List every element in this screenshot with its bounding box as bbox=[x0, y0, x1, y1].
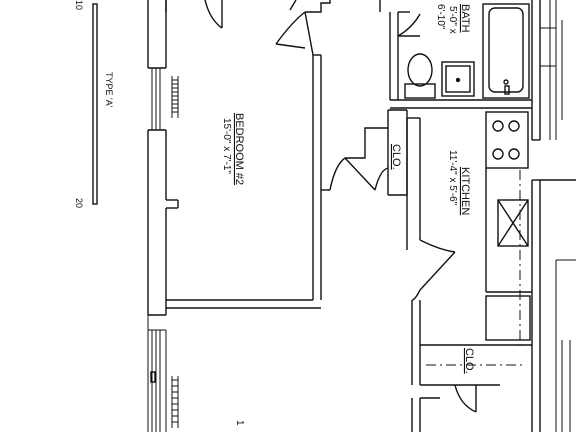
refrigerator bbox=[485, 295, 531, 341]
lower-closet bbox=[411, 344, 532, 432]
bath-dims-line2: 6'-10" bbox=[435, 4, 446, 30]
kitchen-dims: 11'-4" x 5'-6" bbox=[447, 150, 458, 206]
outlet-marker bbox=[150, 371, 156, 383]
bathtub bbox=[482, 3, 530, 99]
toilet bbox=[404, 53, 436, 99]
scale-number-bottom: 20 bbox=[74, 198, 84, 208]
stove bbox=[485, 111, 529, 169]
window-right bbox=[540, 0, 563, 140]
closet-label-upper: CLO. bbox=[390, 144, 402, 170]
window-left-lower bbox=[147, 315, 167, 432]
type-label: TYPE 'A' bbox=[104, 72, 114, 108]
bath-name: BATH bbox=[459, 4, 471, 33]
kitchen-name: KITCHEN bbox=[459, 167, 471, 215]
bottom-number: 1 bbox=[234, 420, 245, 426]
bedroom-name: BEDROOM #2 bbox=[233, 113, 245, 185]
exterior-wall-left bbox=[147, 0, 179, 316]
scale-number-top: 10 bbox=[74, 0, 84, 10]
bedroom-wall-right bbox=[165, 0, 331, 309]
radiator-upper bbox=[171, 76, 179, 118]
scale-bar bbox=[92, 3, 98, 205]
bath-walls bbox=[379, 0, 532, 109]
bath-marker bbox=[504, 85, 510, 95]
closet-door-left bbox=[329, 157, 389, 191]
kitchen-walls bbox=[406, 0, 576, 432]
bath-dims-line1: 5'-0" x bbox=[447, 6, 458, 34]
radiator-lower bbox=[171, 376, 179, 428]
bedroom-door-top bbox=[204, 0, 306, 49]
corridor-walls bbox=[321, 109, 420, 196]
stair-lines bbox=[555, 259, 576, 432]
vanity-sink bbox=[441, 61, 475, 97]
bedroom-dims: 15'-0" x 7'-1" bbox=[221, 118, 232, 174]
kitchen-counter bbox=[485, 168, 532, 293]
closet-label-lower: CLO. bbox=[463, 348, 475, 374]
window-left-upper bbox=[151, 68, 161, 130]
